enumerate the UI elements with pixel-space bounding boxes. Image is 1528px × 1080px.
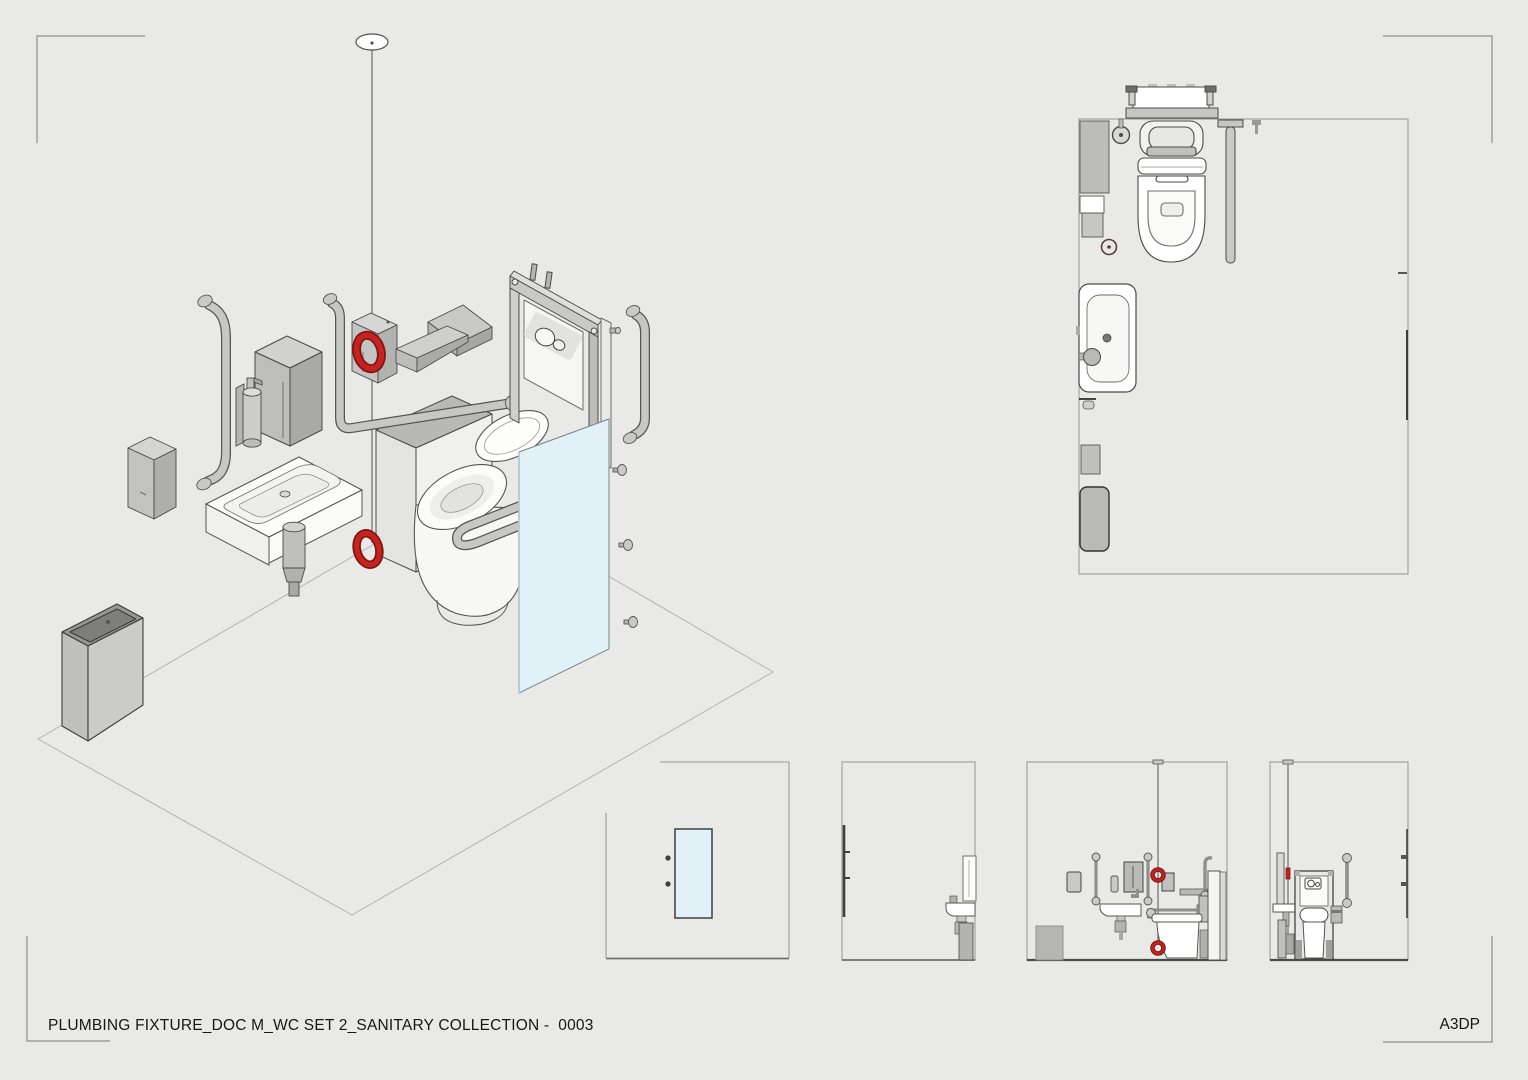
corner-mark-bottom-right <box>1383 936 1493 1043</box>
grab-rail-vertical-right <box>609 305 650 444</box>
floor-outline <box>36 491 774 916</box>
seat-front <box>1299 907 1329 923</box>
frame-hanger-bolt <box>529 263 538 281</box>
red-bangle-high-elev <box>1150 867 1166 883</box>
wall-fixings <box>612 464 638 628</box>
wall-plug <box>609 326 621 335</box>
elevation-wc-front <box>1269 759 1409 962</box>
wc-pan <box>413 463 526 626</box>
cistern-frame-plan <box>1125 84 1219 119</box>
drawing-title: PLUMBING FIXTURE_DOC M_WC SET 2_SANITARY… <box>48 1017 594 1034</box>
grab-rail-front <box>1342 853 1352 908</box>
basin-waste <box>279 490 291 498</box>
basin-bracket <box>1079 398 1096 410</box>
elevation-wc-side <box>1026 759 1228 962</box>
wc-pan-plan <box>1137 120 1207 263</box>
dual-flush-plate <box>523 312 583 360</box>
bottle-trap <box>282 521 306 597</box>
cistern-lever <box>1330 905 1343 924</box>
pull-cord-station <box>1100 238 1118 256</box>
wash-basin <box>204 456 364 597</box>
door-edge-front <box>1401 829 1408 918</box>
screw-fixing <box>618 539 633 551</box>
basin-waste-plan <box>1102 333 1112 343</box>
wc-front-frame <box>1294 870 1343 960</box>
glass-ips-panel <box>518 418 610 694</box>
toilet-roll-dispenser <box>127 436 177 520</box>
sanitary-bin-plan <box>1079 486 1110 552</box>
alarm-button <box>1111 118 1131 145</box>
sanitary-bin <box>61 603 144 742</box>
soap-dispenser <box>235 377 263 448</box>
basin-side <box>945 895 976 961</box>
plan-view <box>1076 84 1409 575</box>
ramp-wedge <box>395 325 469 373</box>
pedestal <box>958 922 974 961</box>
red-bangle-low <box>352 529 384 569</box>
paper-towel-dispenser-plan <box>1079 120 1110 194</box>
grab-rail-elev-1 <box>1091 852 1101 906</box>
drop-down-rail-plan <box>1217 119 1244 264</box>
mirror-panel <box>674 828 713 919</box>
dispenser-plan-3 <box>1080 444 1101 475</box>
grab-rail-horizontal <box>322 293 519 434</box>
grab-rail-vertical-left <box>196 294 231 491</box>
grab-rail-elev-2 <box>1143 852 1153 906</box>
red-bangle-low-elev <box>1150 940 1166 956</box>
tap <box>1083 348 1101 366</box>
dispenser-elev <box>1066 871 1082 893</box>
flush-plate-front <box>1304 877 1322 890</box>
elevation-basin-wall <box>841 761 977 961</box>
corner-marks <box>26 35 1493 1043</box>
screw-fixing <box>612 464 627 476</box>
sheet-code: A3DP <box>1439 1016 1481 1033</box>
red-bangle <box>1285 867 1291 880</box>
basin-edge-front <box>1272 852 1298 959</box>
dispenser-plan-2 <box>1081 212 1104 238</box>
wc-side-elev <box>1151 870 1227 961</box>
iso-exploded-view <box>36 33 774 916</box>
ips-panel-side <box>1207 870 1221 961</box>
red-bangle-high <box>352 330 386 374</box>
paper-towel-dispenser <box>254 335 323 447</box>
soap-dispenser-elev <box>1110 875 1119 893</box>
coat-hooks <box>665 855 671 887</box>
dispenser-plan <box>1079 195 1105 214</box>
tap-elev <box>1131 889 1139 898</box>
grab-rail-edge <box>842 825 850 917</box>
screw-fixing <box>623 616 638 628</box>
elevation-mirror-wall <box>605 761 790 960</box>
dispenser-side <box>962 855 977 902</box>
corner-mark-top-right <box>1383 35 1493 143</box>
sanitary-bin-elev <box>1035 925 1064 961</box>
corner-mark-bottom-left <box>26 936 110 1042</box>
wall-bracket <box>1252 120 1261 134</box>
corner-mark-top-left <box>36 35 145 143</box>
frame-hanger-bolt <box>544 271 553 289</box>
basin-plan <box>1076 283 1137 393</box>
basin-elev <box>1099 903 1142 940</box>
towel-dispenser-elev <box>1123 861 1144 893</box>
ceiling-rose <box>355 33 389 51</box>
bowl-front <box>1302 921 1326 959</box>
